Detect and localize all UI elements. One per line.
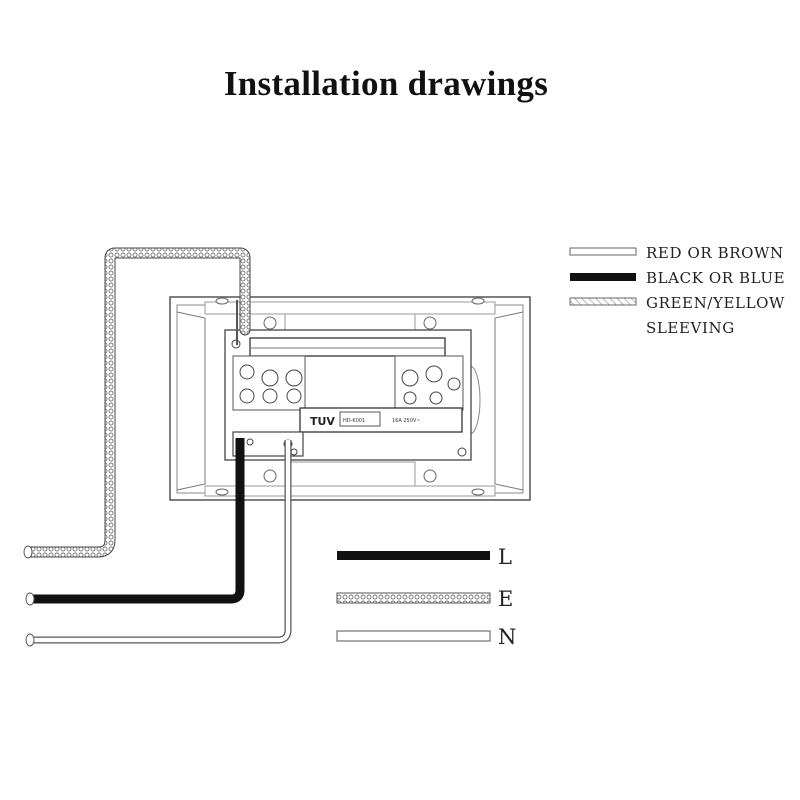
terminal-key: L E N bbox=[336, 545, 516, 649]
live-swatch bbox=[337, 551, 490, 560]
earth-swatch bbox=[336, 592, 491, 604]
device-rating: 16A 250V~ bbox=[392, 418, 421, 424]
terminal-label-earth: E bbox=[498, 587, 513, 611]
terminal-label-neutral: N bbox=[498, 625, 516, 649]
legend-sleeving: SLEEVING bbox=[646, 319, 735, 337]
device-model: HD-K001 bbox=[343, 418, 365, 424]
legend-green-yellow: GREEN/YELLOW bbox=[646, 294, 785, 312]
earth-wire bbox=[23, 247, 251, 559]
red-brown-swatch bbox=[569, 247, 637, 256]
color-legend: RED OR BROWN BLACK OR BLUE GREEN/YELLOW … bbox=[569, 244, 785, 337]
neutral-wire bbox=[25, 440, 292, 647]
black-blue-swatch bbox=[570, 273, 636, 281]
legend-black-blue: BLACK OR BLUE bbox=[646, 269, 785, 287]
legend-red-brown: RED OR BROWN bbox=[646, 244, 784, 262]
green-yellow-swatch bbox=[569, 297, 637, 306]
terminal-label-live: L bbox=[498, 545, 512, 569]
neutral-swatch bbox=[336, 630, 491, 642]
socket-mechanism: TUV HD-K001 16A 250V~ bbox=[224, 329, 472, 461]
page-title: Installation drawings bbox=[223, 64, 549, 103]
live-wire bbox=[25, 438, 245, 606]
device-brand: TUV bbox=[310, 415, 335, 428]
